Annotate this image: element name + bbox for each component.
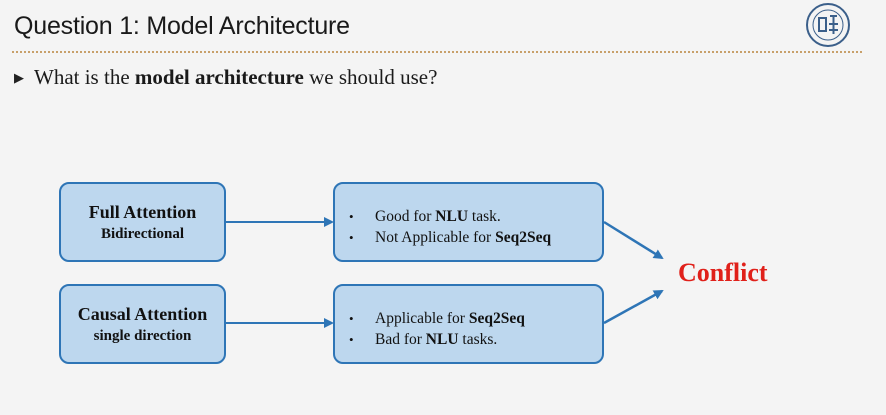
causal-attention-box: Causal Attention single direction [59, 284, 226, 364]
full-attention-points-box: • Good for NLU task. • Not Applicable fo… [333, 182, 604, 262]
conflict-label: Conflict [678, 258, 768, 287]
university-seal-icon [806, 3, 850, 47]
slide-title: Question 1: Model Architecture [14, 12, 350, 40]
title-divider [12, 51, 862, 53]
causal-attention-points-box: • Applicable for Seq2Seq • Bad for NLU t… [333, 284, 604, 364]
full-attention-title: Full Attention [88, 201, 197, 222]
causal-attention-title: Causal Attention [77, 303, 208, 324]
question-bullet: ▶ What is the model architecture we shou… [14, 65, 437, 90]
list-item: • Good for NLU task. [349, 208, 501, 225]
full-attention-subtitle: Bidirectional [100, 225, 185, 242]
causal-attention-subtitle: single direction [93, 327, 192, 344]
list-item: • Bad for NLU tasks. [349, 331, 498, 348]
triangle-right-icon: ▶ [14, 69, 24, 85]
arrow-top-to-conflict [603, 220, 664, 260]
list-item: • Not Applicable for Seq2Seq [349, 229, 552, 246]
question-prefix: What is the [34, 65, 135, 89]
question-emphasis: model architecture [134, 65, 304, 89]
question-suffix: we should use? [303, 65, 438, 89]
list-item: • Applicable for Seq2Seq [349, 310, 525, 327]
full-attention-points: • Good for NLU task. • Not Applicable fo… [349, 206, 602, 248]
arrow-bottom-to-conflict [603, 289, 664, 325]
causal-attention-points: • Applicable for Seq2Seq • Bad for NLU t… [349, 308, 602, 350]
full-attention-box: Full Attention Bidirectional [59, 182, 226, 262]
